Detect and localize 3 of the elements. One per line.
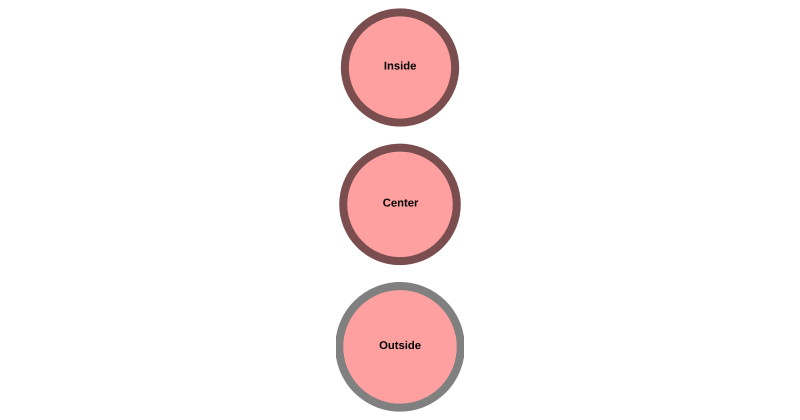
node-circle: Outside bbox=[336, 282, 464, 412]
node-circle: Inside bbox=[340, 8, 460, 127]
node-circle: Center bbox=[339, 144, 461, 266]
